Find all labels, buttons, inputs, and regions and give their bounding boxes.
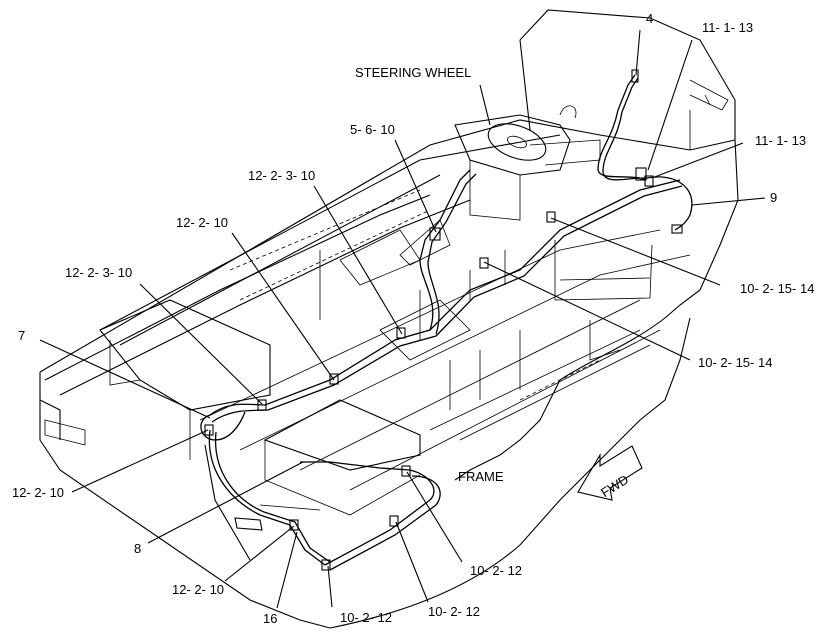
callout-10-2-12-bottom: 10- 2- 12 [340,610,392,625]
callout-12-2-10-bottom: 12- 2- 10 [172,582,224,597]
callout-12-2-3-10-top: 12- 2- 3- 10 [248,168,315,183]
hose-assembly [200,69,693,571]
frame-outline [39,9,739,629]
callout-10-2-12-right: 10- 2- 12 [470,563,522,578]
callout-7: 7 [18,328,25,343]
callout-16: 16 [263,611,277,626]
callout-12-2-10-top: 12- 2- 10 [176,215,228,230]
label-fwd: FWD [598,472,631,500]
callout-9: 9 [770,190,777,205]
callout-12-2-10-left: 12- 2- 10 [12,485,64,500]
callout-11-1-13-mid: 11- 1- 13 [755,133,806,148]
fwd-arrow [577,445,643,501]
callout-11-1-13-top: 11- 1- 13 [702,20,753,35]
callout-labels: STEERING WHEEL FRAME FWD 4 11- 1- 13 11-… [12,11,814,626]
leader-lines [39,29,766,609]
callout-10-2-15-14-mid: 10- 2- 15- 14 [698,355,772,370]
callout-10-2-12-bottom-right: 10- 2- 12 [428,604,480,619]
callout-5-6-10: 5- 6- 10 [350,122,395,137]
callout-12-2-3-10-left: 12- 2- 3- 10 [65,265,132,280]
callout-8: 8 [134,541,141,556]
callout-4: 4 [646,11,653,26]
label-steering-wheel: STEERING WHEEL [355,65,471,80]
callout-10-2-15-14-right: 10- 2- 15- 14 [740,281,814,296]
label-frame: FRAME [458,469,504,484]
